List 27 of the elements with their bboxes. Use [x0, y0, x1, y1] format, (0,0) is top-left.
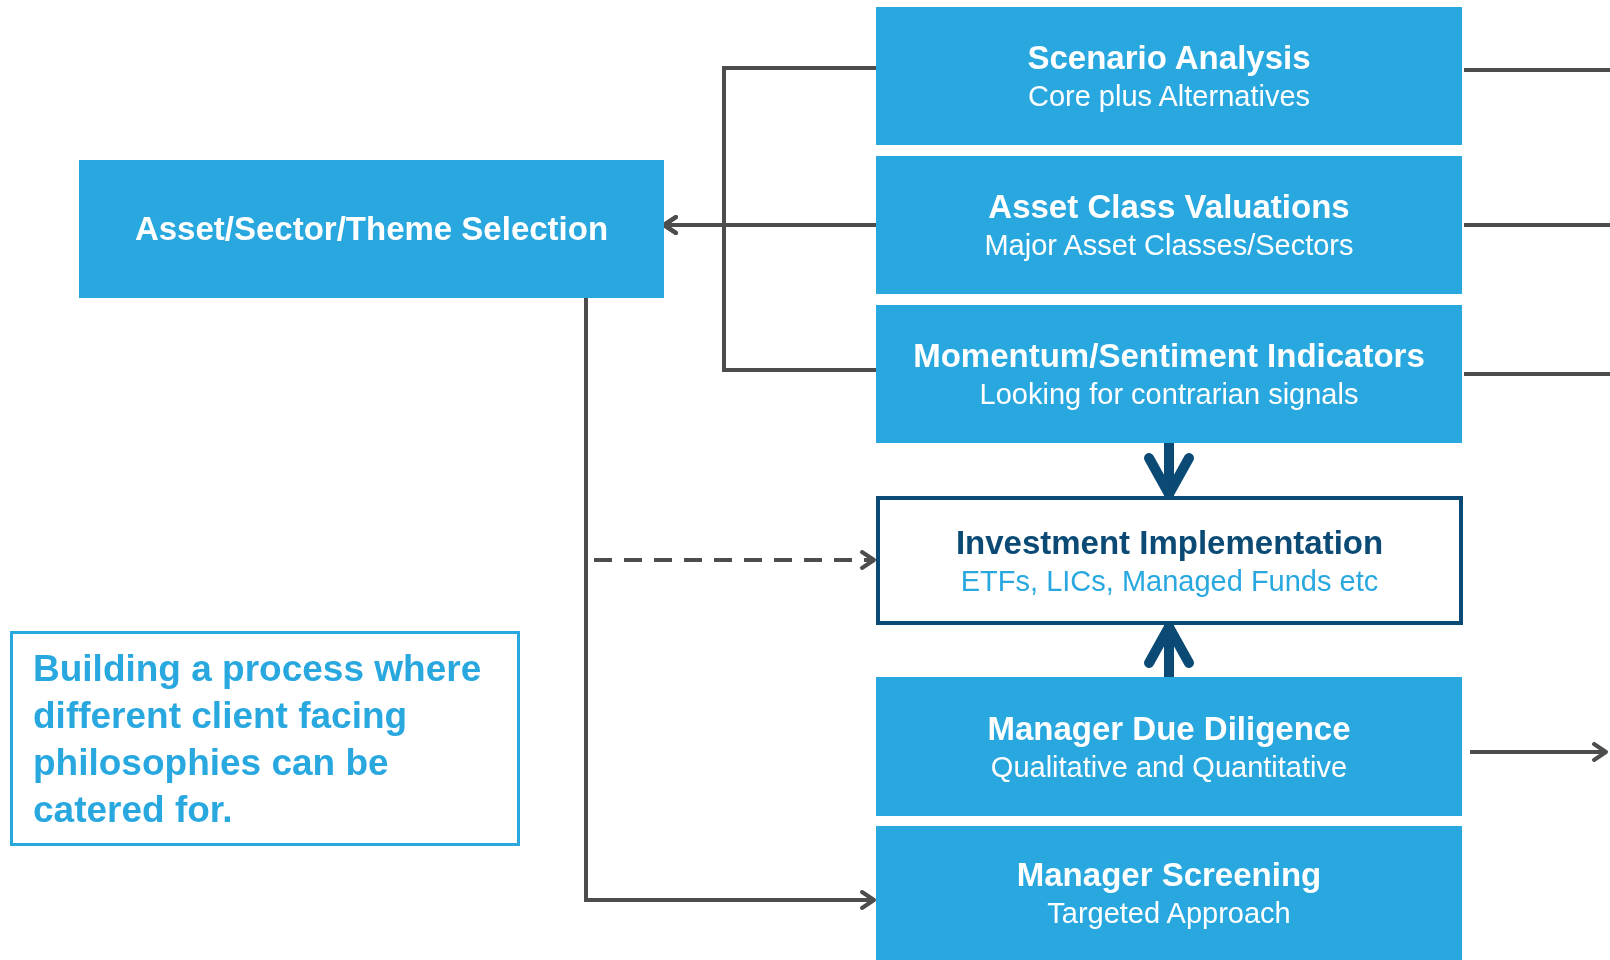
box-subtitle: Major Asset Classes/Sectors — [983, 228, 1355, 263]
note-text: Building a process where different client facing philosophies can be catered for. — [33, 646, 483, 832]
process-box — [876, 677, 1462, 816]
implementation-box — [876, 496, 1463, 625]
box-subtitle: Looking for contrarian signals — [978, 377, 1360, 412]
box-title: Scenario Analysis — [1026, 38, 1312, 78]
process-box — [876, 305, 1462, 443]
process-box — [876, 156, 1462, 294]
process-box — [79, 160, 664, 298]
connector-line — [1464, 68, 1610, 72]
connector-line — [1464, 372, 1610, 376]
box-subtitle: Qualitative and Quantitative — [989, 749, 1349, 785]
box-title: Asset/Sector/Theme Selection — [133, 209, 610, 249]
box-subtitle: Targeted Approach — [1046, 896, 1292, 931]
box-subtitle: Core plus Alternatives — [1026, 79, 1312, 114]
process-box — [876, 7, 1462, 145]
arrow — [1144, 443, 1194, 499]
arrow — [1470, 742, 1608, 762]
connector-line — [1464, 223, 1610, 227]
note-box — [10, 631, 520, 846]
box-title: Asset Class Valuations — [987, 187, 1351, 227]
box-title: Investment Implementation — [954, 522, 1385, 563]
box-title: Manager Due Diligence — [986, 708, 1352, 749]
box-subtitle: ETFs, LICs, Managed Funds etc — [959, 563, 1380, 599]
process-box — [876, 826, 1462, 960]
box-title: Momentum/Sentiment Indicators — [912, 336, 1426, 376]
box-title: Manager Screening — [1015, 855, 1323, 895]
